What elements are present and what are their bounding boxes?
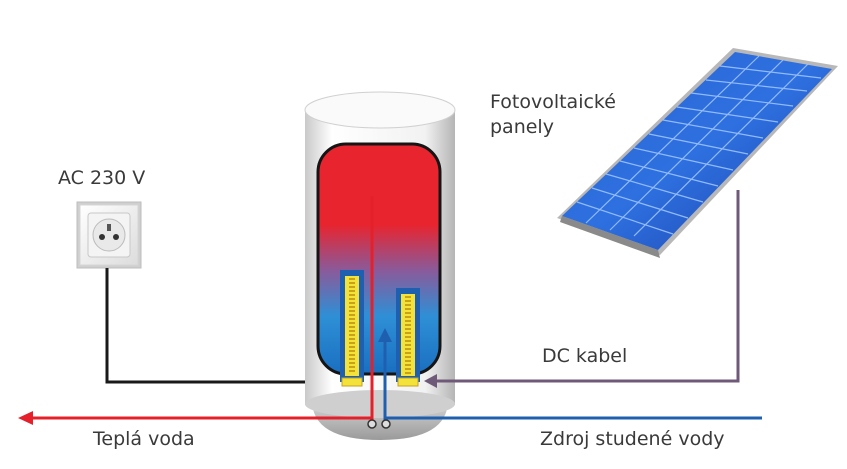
pv-panels-label-line2: panely (490, 115, 554, 138)
dc-cable-label: DC kabel (542, 345, 628, 367)
water-tank (304, 91, 456, 440)
solar-panel (557, 48, 838, 258)
heating-element-dc (396, 288, 420, 387)
cold-connector (381, 419, 391, 429)
wall-socket (76, 201, 142, 269)
pv-panels-label: Fotovoltaické panely (490, 90, 616, 139)
hot-water-label: Teplá voda (93, 428, 195, 450)
pv-panels-label-line1: Fotovoltaické (490, 91, 616, 113)
dc-cable (434, 190, 740, 383)
cold-water-up-arrow (378, 328, 392, 342)
heating-element-ac (340, 270, 364, 387)
hot-connector (367, 419, 377, 429)
ac-230v-label: AC 230 V (58, 167, 146, 189)
hot-water-arrow (18, 411, 33, 425)
ac-cable (105, 268, 332, 384)
dc-cable-arrow (424, 374, 437, 388)
cold-water-label: Zdroj studené vody (540, 428, 725, 450)
